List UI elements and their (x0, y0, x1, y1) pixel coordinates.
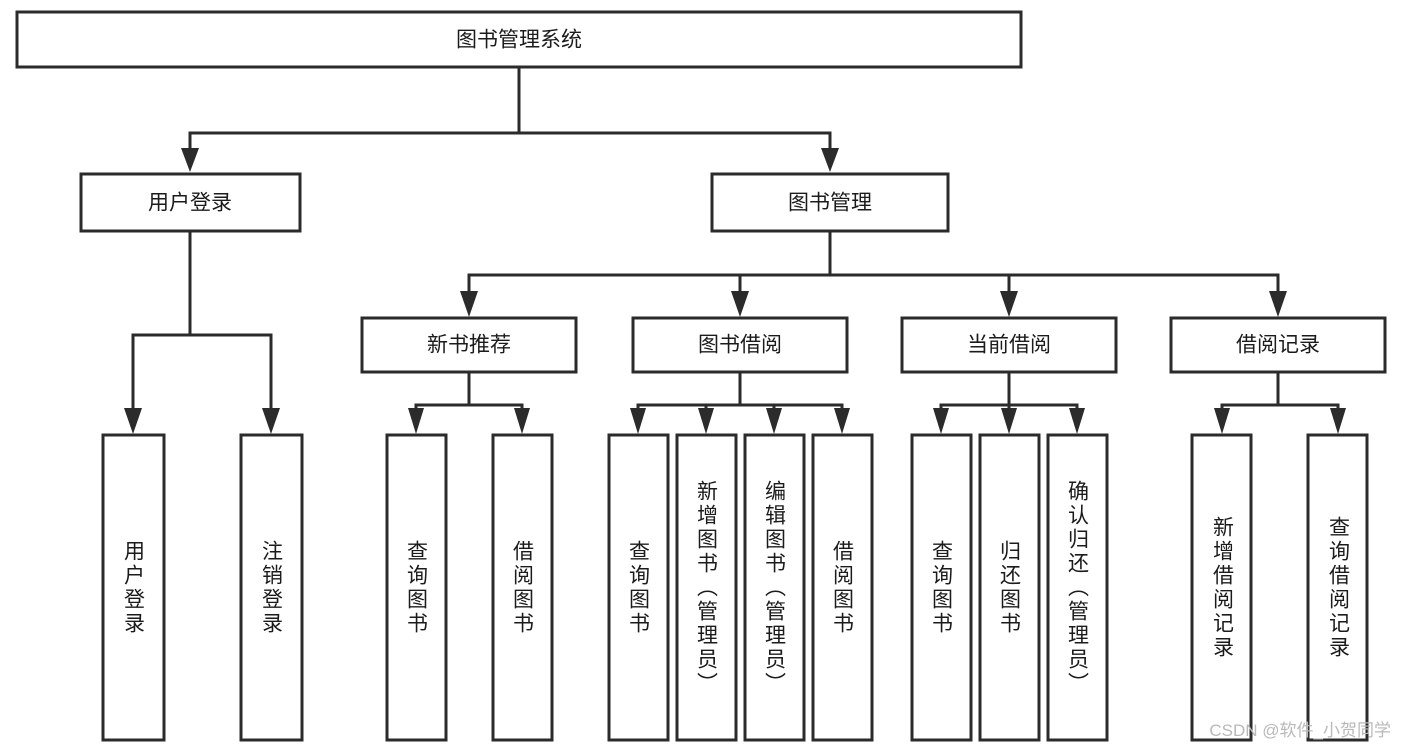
node-leaf-query-book-3-box[interactable] (910, 433, 973, 742)
node-leaf-edit-book-label: 编辑图书（管理员） (763, 480, 787, 696)
node-leaf-query-book-1-label: 查询图书 (405, 540, 429, 636)
node-leaf-borrow-book-2-box[interactable] (811, 433, 874, 742)
node-leaf-user-logout-box[interactable] (239, 433, 304, 742)
arrowhead-leaf-confirm-return (1069, 408, 1085, 434)
arrowhead-current-borrow (1000, 291, 1018, 317)
node-book-manage-box[interactable] (710, 172, 950, 233)
node-leaf-add-book[interactable]: 新增图书（管理员） (675, 433, 738, 742)
arrowhead-leaf-query-record (1330, 408, 1346, 434)
node-user-login-label: 用户登录 (148, 192, 232, 215)
arrowhead-leaf-query-book-3 (933, 408, 949, 434)
node-leaf-add-record-label: 新增借阅记录 (1211, 516, 1235, 660)
node-leaf-add-book-box[interactable] (675, 433, 738, 742)
node-root[interactable]: 图书管理系统 (15, 10, 1023, 69)
arrowhead-leaf-add-record (1214, 408, 1230, 434)
arrowhead-leaf-user-logout (262, 408, 280, 434)
node-book-borrow-box[interactable] (631, 316, 849, 374)
arrowhead-leaf-edit-book (766, 408, 782, 434)
arrowhead-leaf-borrow-book-2 (834, 408, 850, 434)
node-leaf-add-record-box[interactable] (1190, 433, 1253, 742)
arrowhead-leaf-query-book-1 (408, 408, 424, 434)
node-new-book-rec-label: 新书推荐 (427, 334, 511, 357)
node-leaf-user-login-box[interactable] (101, 433, 166, 742)
arrowhead-user-login (181, 148, 199, 172)
connector-layer (124, 65, 1346, 434)
node-leaf-edit-book-box[interactable] (743, 433, 806, 742)
node-book-borrow-label: 图书借阅 (698, 334, 782, 357)
node-root-box[interactable] (15, 10, 1023, 69)
node-leaf-add-book-label: 新增图书（管理员） (695, 480, 719, 696)
node-leaf-edit-book[interactable]: 编辑图书（管理员） (743, 433, 806, 742)
node-leaf-borrow-book-1[interactable]: 借阅图书 (491, 433, 554, 742)
arrowhead-book-manage (821, 148, 839, 172)
arrowhead-borrow-record (1269, 291, 1287, 317)
arrowhead-book-borrow (731, 291, 749, 317)
node-leaf-borrow-book-2-label: 借阅图书 (831, 540, 855, 636)
node-leaf-user-login[interactable]: 用户登录 (101, 433, 166, 742)
node-leaf-borrow-book-2[interactable]: 借阅图书 (811, 433, 874, 742)
arrowhead-leaf-query-book-2 (630, 408, 646, 434)
node-borrow-record[interactable]: 借阅记录 (1169, 316, 1387, 374)
node-new-book-rec-box[interactable] (360, 316, 578, 374)
node-book-manage[interactable]: 图书管理 (710, 172, 950, 233)
node-book-manage-label: 图书管理 (788, 192, 872, 215)
node-leaf-query-book-3[interactable]: 查询图书 (910, 433, 973, 742)
node-borrow-record-label: 借阅记录 (1236, 334, 1320, 357)
arrowhead-leaf-return-book (1001, 408, 1017, 434)
arrowhead-leaf-user-login (124, 408, 142, 434)
node-leaf-query-book-3-label: 查询图书 (930, 540, 954, 636)
node-leaf-query-record-box[interactable] (1306, 433, 1369, 742)
node-leaf-return-book-label: 归还图书 (998, 540, 1022, 636)
node-leaf-query-book-2-label: 查询图书 (627, 540, 651, 636)
node-leaf-borrow-book-1-label: 借阅图书 (511, 540, 535, 636)
node-leaf-query-book-2-box[interactable] (607, 433, 670, 742)
node-borrow-record-box[interactable] (1169, 316, 1387, 374)
node-root-label: 图书管理系统 (456, 29, 582, 52)
arrowhead-new-book-rec (460, 291, 478, 317)
node-leaf-query-record[interactable]: 查询借阅记录 (1306, 433, 1369, 742)
node-leaf-return-book-box[interactable] (978, 433, 1041, 742)
node-new-book-rec[interactable]: 新书推荐 (360, 316, 578, 374)
node-book-borrow[interactable]: 图书借阅 (631, 316, 849, 374)
node-current-borrow[interactable]: 当前借阅 (900, 316, 1118, 374)
node-leaf-query-book-1[interactable]: 查询图书 (385, 433, 448, 742)
node-leaf-borrow-book-1-box[interactable] (491, 433, 554, 742)
node-leaf-confirm-return-box[interactable] (1046, 433, 1109, 742)
node-leaf-user-login-label: 用户登录 (122, 540, 146, 636)
node-leaf-add-record[interactable]: 新增借阅记录 (1190, 433, 1253, 742)
node-leaf-return-book[interactable]: 归还图书 (978, 433, 1041, 742)
node-leaf-query-book-2[interactable]: 查询图书 (607, 433, 670, 742)
node-leaf-user-logout[interactable]: 注销登录 (239, 433, 304, 742)
node-leaf-user-logout-label: 注销登录 (260, 540, 284, 636)
node-current-borrow-box[interactable] (900, 316, 1118, 374)
node-user-login[interactable]: 用户登录 (79, 172, 302, 233)
node-leaf-query-record-label: 查询借阅记录 (1327, 516, 1351, 660)
arrowhead-leaf-borrow-book-1 (514, 408, 530, 434)
node-leaf-query-book-1-box[interactable] (385, 433, 448, 742)
node-user-login-box[interactable] (79, 172, 302, 233)
node-leaf-confirm-return[interactable]: 确认归还（管理员） (1046, 433, 1109, 742)
node-current-borrow-label: 当前借阅 (967, 334, 1051, 357)
node-leaf-confirm-return-label: 确认归还（管理员） (1066, 480, 1090, 696)
arrowhead-leaf-add-book (698, 408, 714, 434)
